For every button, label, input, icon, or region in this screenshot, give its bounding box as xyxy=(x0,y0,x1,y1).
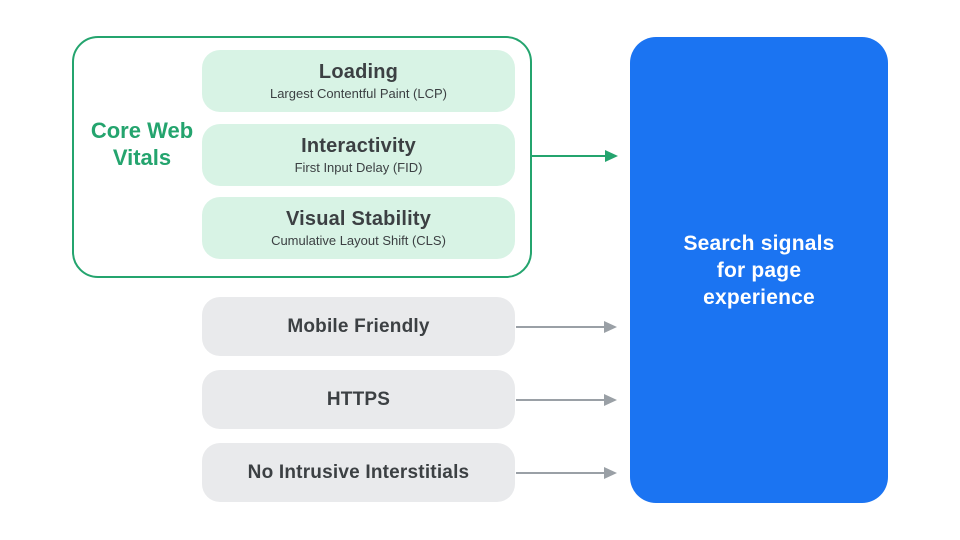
search-signals-text-line-1: Search signals xyxy=(683,231,835,255)
vital-pill-loading: Loading Largest Contentful Paint (LCP) xyxy=(202,50,515,112)
vital-subtitle-fid: First Input Delay (FID) xyxy=(294,160,423,175)
vital-title-visual-stability: Visual Stability xyxy=(285,208,432,230)
mobile-friendly-arrow-right-icon xyxy=(516,320,617,333)
vital-pill-visual-stability: Visual Stability Cumulative Layout Shift… xyxy=(202,197,515,259)
search-signals-text-line-3: experience xyxy=(703,285,815,309)
signal-label-no-intrusive-interstitials: No Intrusive Interstitials xyxy=(247,461,470,483)
https-arrow-right-icon xyxy=(516,393,617,406)
arrow-line xyxy=(516,325,604,328)
arrow-head xyxy=(605,149,618,162)
vital-pill-interactivity: Interactivity First Input Delay (FID) xyxy=(202,124,515,186)
cwv-arrow-right-icon xyxy=(532,149,618,162)
search-signals-text-line-2: for page xyxy=(716,258,802,282)
arrow-head xyxy=(604,320,617,333)
arrow-line xyxy=(516,398,604,401)
arrow-line xyxy=(516,471,604,474)
vital-subtitle-cls: Cumulative Layout Shift (CLS) xyxy=(271,233,446,248)
vital-title-loading: Loading xyxy=(318,61,399,83)
signal-pill-https: HTTPS xyxy=(202,370,515,429)
vital-title-interactivity: Interactivity xyxy=(301,135,416,157)
arrow-line xyxy=(532,154,605,157)
core-web-vitals-label: Core Web Vitals xyxy=(90,118,194,170)
signal-label-mobile-friendly: Mobile Friendly xyxy=(287,315,430,337)
arrow-head xyxy=(604,466,617,479)
signal-pill-mobile-friendly: Mobile Friendly xyxy=(202,297,515,356)
signal-label-https: HTTPS xyxy=(326,388,391,410)
vital-subtitle-lcp: Largest Contentful Paint (LCP) xyxy=(269,86,448,101)
signal-pill-no-intrusive-interstitials: No Intrusive Interstitials xyxy=(202,443,515,502)
interstitials-arrow-right-icon xyxy=(516,466,617,479)
search-signals-box: Search signals for page experience xyxy=(630,37,888,503)
arrow-head xyxy=(604,393,617,406)
